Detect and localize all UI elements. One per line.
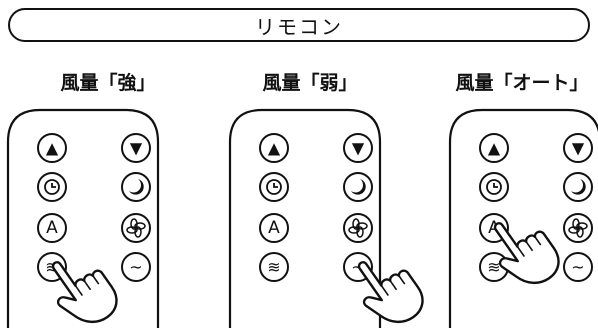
sleep-button[interactable] [343, 172, 373, 202]
remote-3: ▲▼A≋~ [448, 108, 598, 328]
mode-title-weak: 風量「弱」 [262, 72, 358, 94]
auto-button[interactable]: A [37, 213, 67, 243]
fan-icon [568, 218, 588, 238]
triangle-up-icon: ▲ [488, 139, 501, 158]
sleep-button[interactable] [563, 172, 593, 202]
triangle-down-icon: ▼ [352, 139, 365, 158]
banner-label: リモコン [255, 14, 343, 39]
up-button[interactable]: ▲ [259, 133, 289, 163]
triangle-up-icon: ▲ [46, 139, 59, 158]
moon-icon [351, 179, 366, 195]
up-button[interactable]: ▲ [37, 133, 67, 163]
timer-button[interactable] [37, 172, 67, 202]
down-button[interactable]: ▼ [121, 133, 151, 163]
wind-lines-icon: ≋ [267, 258, 280, 277]
fan-button[interactable] [121, 213, 151, 243]
quiet-button[interactable]: ~ [563, 252, 593, 282]
letter-a-icon: A [268, 218, 280, 238]
remote-banner: リモコン [8, 8, 590, 42]
letter-a-icon: A [46, 218, 58, 238]
timer-button[interactable] [479, 172, 509, 202]
wave-icon: ~ [571, 258, 584, 277]
remote-1: ▲▼A≋~ [6, 108, 160, 328]
clock-icon [44, 179, 60, 195]
down-button[interactable]: ▼ [343, 133, 373, 163]
timer-button[interactable] [259, 172, 289, 202]
fan-icon [348, 218, 368, 238]
triangle-down-icon: ▼ [130, 139, 143, 158]
pointing-hand-icon [51, 261, 118, 324]
fan-button[interactable] [343, 213, 373, 243]
triangle-down-icon: ▼ [572, 139, 585, 158]
pointing-hand-icon [493, 222, 560, 285]
mode-title-auto: 風量「オート」 [455, 72, 589, 94]
auto-button[interactable]: A [259, 213, 289, 243]
quiet-button[interactable]: ~ [121, 252, 151, 282]
moon-icon [129, 179, 144, 195]
clock-icon [486, 179, 502, 195]
fan-icon [126, 218, 146, 238]
remote-2: ▲▼A≋~ [228, 108, 424, 328]
down-button[interactable]: ▼ [563, 133, 593, 163]
clock-icon [266, 179, 282, 195]
mode-title-strong: 風量「強」 [60, 72, 156, 94]
sleep-button[interactable] [121, 172, 151, 202]
wind-lines-icon: ≋ [487, 258, 500, 277]
up-button[interactable]: ▲ [479, 133, 509, 163]
wave-icon: ~ [129, 258, 142, 277]
pointing-hand-icon [357, 261, 424, 324]
triangle-up-icon: ▲ [268, 139, 281, 158]
moon-icon [571, 179, 586, 195]
airflow-button[interactable]: ≋ [259, 252, 289, 282]
fan-button[interactable] [563, 213, 593, 243]
